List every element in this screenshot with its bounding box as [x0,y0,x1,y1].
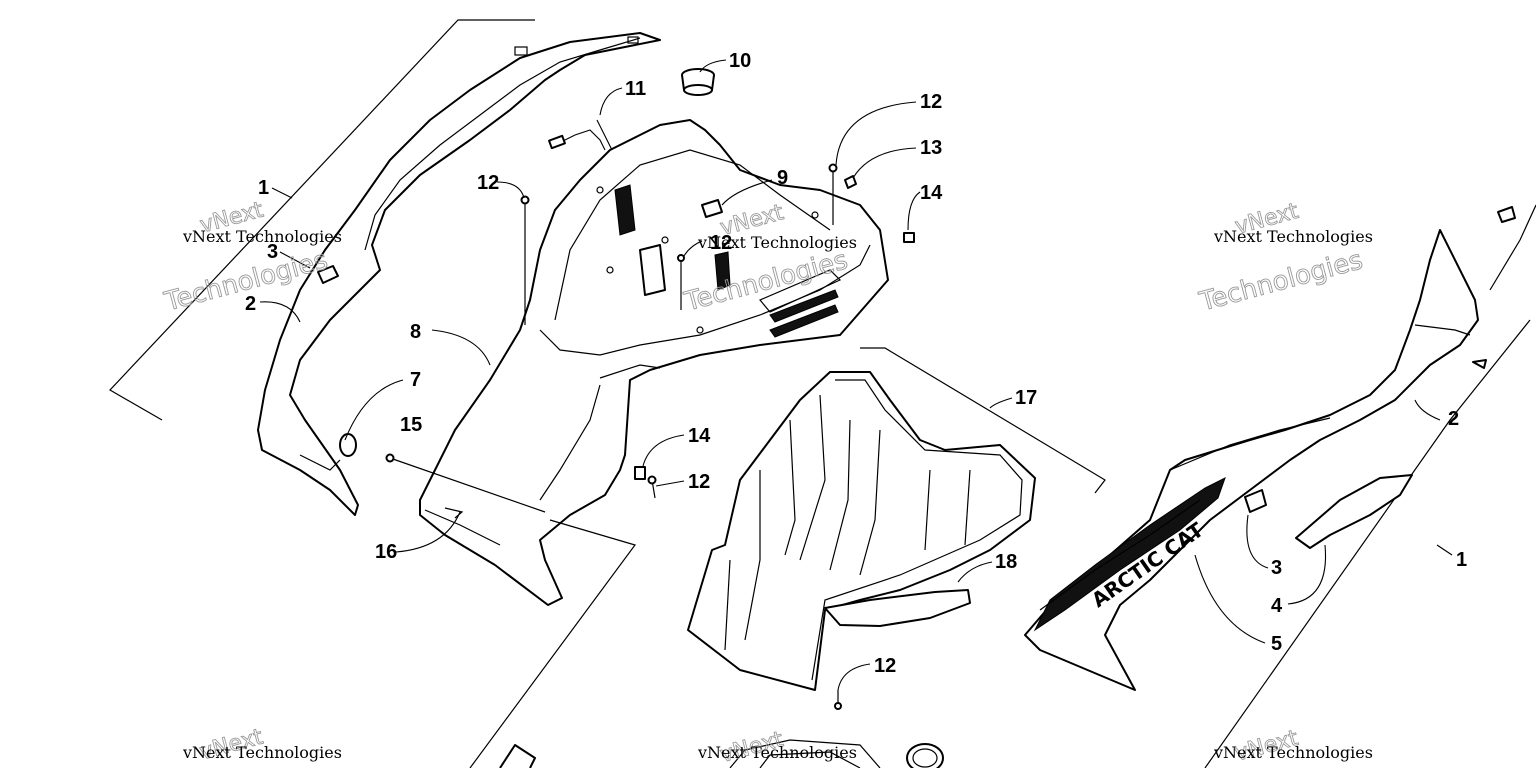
watermark-top-right: vNext vNext Technologies Technologies [1195,198,1373,318]
watermark-bottom-left: vNext vNext Technologies [182,724,342,766]
nut-clip-icon [903,232,915,243]
callout-2: 2 [245,293,256,315]
watermark-bottom-center: vNext vNext Technologies [697,727,857,768]
callout-2: 2 [1448,408,1459,430]
callout-11: 11 [625,78,646,100]
callout-10: 10 [729,50,751,72]
svg-text:vNext Technologies: vNext Technologies [182,227,342,246]
callout-12: 12 [710,232,732,254]
callout-15: 15 [400,414,422,436]
hose-clamp-icon [906,743,944,768]
callout-14: 14 [688,425,711,447]
callout-3: 3 [267,241,278,263]
storage-tray [687,347,1106,691]
watermark-bottom-right: vNext vNext Technologies [1213,725,1373,767]
callout-9: 9 [777,167,788,189]
clip-icon [844,175,857,189]
callout-13: 13 [920,137,942,159]
svg-text:vNext Technologies: vNext Technologies [1213,743,1373,762]
pad-icon [1244,489,1267,513]
svg-text:Technologies: Technologies [1196,245,1366,317]
foam-pad-icon [701,199,723,218]
callout-5: 5 [1271,633,1282,655]
callout-7: 7 [410,369,421,391]
callout-3: 3 [1271,557,1282,579]
callout-1: 1 [258,177,269,199]
callout-18: 18 [995,551,1017,573]
callout-12: 12 [874,655,896,677]
callout-12: 12 [477,172,499,194]
hardware [385,68,915,710]
svg-text:vNext Technologies: vNext Technologies [697,743,857,762]
svg-text:vNext Technologies: vNext Technologies [182,743,342,762]
callout-17: 17 [1015,387,1037,409]
rivet-icon [389,457,546,513]
o-ring-icon [339,433,357,457]
callout-14: 14 [920,182,943,204]
callout-8: 8 [410,321,421,343]
callout-1: 1 [1456,549,1467,571]
callout-16: 16 [375,541,397,563]
decal-sheet-icon [1295,474,1413,549]
wire-harness-icon [554,129,606,151]
svg-text:vNext Technologies: vNext Technologies [1213,227,1373,246]
callout-12: 12 [920,91,942,113]
svg-text:vNext Technologies: vNext Technologies [697,233,857,252]
callout-12: 12 [688,471,710,493]
callouts: 1 3 2 7 15 16 8 12 11 10 9 12 12 13 14 1… [245,50,1467,677]
hood-assembly [419,119,889,606]
lower-parts [469,519,944,768]
callout-4: 4 [1271,595,1283,617]
leader-lines [259,59,1453,691]
pad-icon [317,265,339,284]
